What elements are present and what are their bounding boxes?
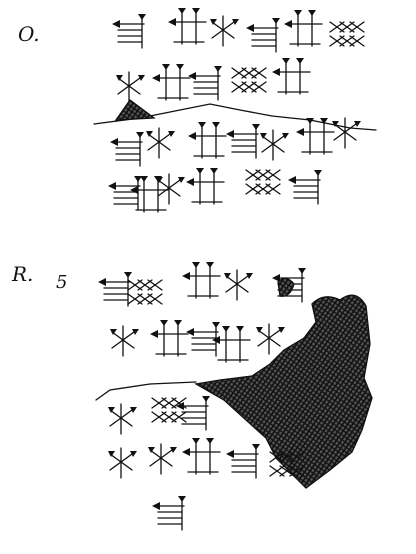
obverse-label: O.	[18, 22, 40, 46]
reverse-label: R.	[12, 262, 34, 286]
line-number: 5	[56, 272, 68, 293]
